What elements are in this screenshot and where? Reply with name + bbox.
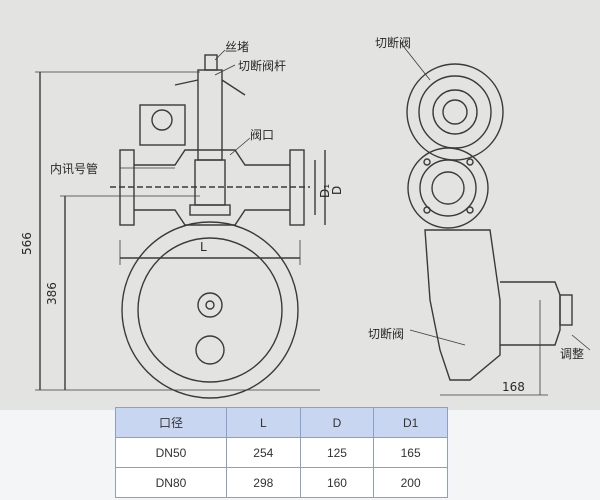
table-row: DN80 298 160 200 — [115, 467, 448, 498]
dim-168: 168 — [502, 380, 525, 394]
table-cell: 200 — [373, 467, 448, 498]
table-cell: DN50 — [115, 437, 227, 468]
table-cell: 254 — [225, 437, 301, 468]
table-cell: DN80 — [115, 467, 227, 498]
lower-flange-outer — [407, 147, 489, 229]
label-signal-pipe: 内讯号管 — [50, 162, 99, 176]
table-row: DN50 254 125 165 — [115, 437, 448, 468]
label-shutoff-valve-side: 切断阀 — [368, 327, 405, 341]
dim-386: 386 — [45, 282, 59, 305]
spec-table: 口径 L D D1 DN50 254 125 165 DN80 298 160 … — [115, 407, 448, 498]
center-boss — [197, 292, 223, 318]
top-flange-outer — [406, 63, 504, 161]
drawing-photo: 丝堵 切断阀杆 阀口 内讯号管 切断阀 切断阀 调整 L D D₁ 566 38… — [0, 0, 600, 410]
label-shutoff-stem: 切断阀杆 — [238, 59, 287, 73]
table-cell: 125 — [299, 437, 375, 468]
label-shutoff-valve-top: 切断阀 — [375, 36, 412, 50]
table-cell: 298 — [225, 467, 301, 498]
dim-L: L — [200, 240, 207, 254]
diaphragm-inner — [137, 237, 283, 383]
label-plug: 丝堵 — [225, 40, 250, 54]
table-cell: 160 — [299, 467, 375, 498]
valve-drawing — [35, 41, 591, 399]
dim-D: D — [330, 185, 344, 195]
lower-boss — [195, 335, 225, 365]
diaphragm-outline — [121, 221, 299, 399]
col-header: 口径 — [115, 407, 227, 438]
col-header: D1 — [373, 407, 448, 438]
label-valve-port: 阀口 — [250, 128, 275, 142]
col-header: L — [225, 407, 301, 438]
dim-D1: D₁ — [318, 183, 332, 198]
table-cell: 165 — [373, 437, 448, 468]
dim-566: 566 — [20, 232, 34, 255]
label-adjust: 调整 — [560, 347, 585, 361]
col-header: D — [299, 407, 375, 438]
table-header-row: 口径 L D D1 — [115, 407, 448, 438]
